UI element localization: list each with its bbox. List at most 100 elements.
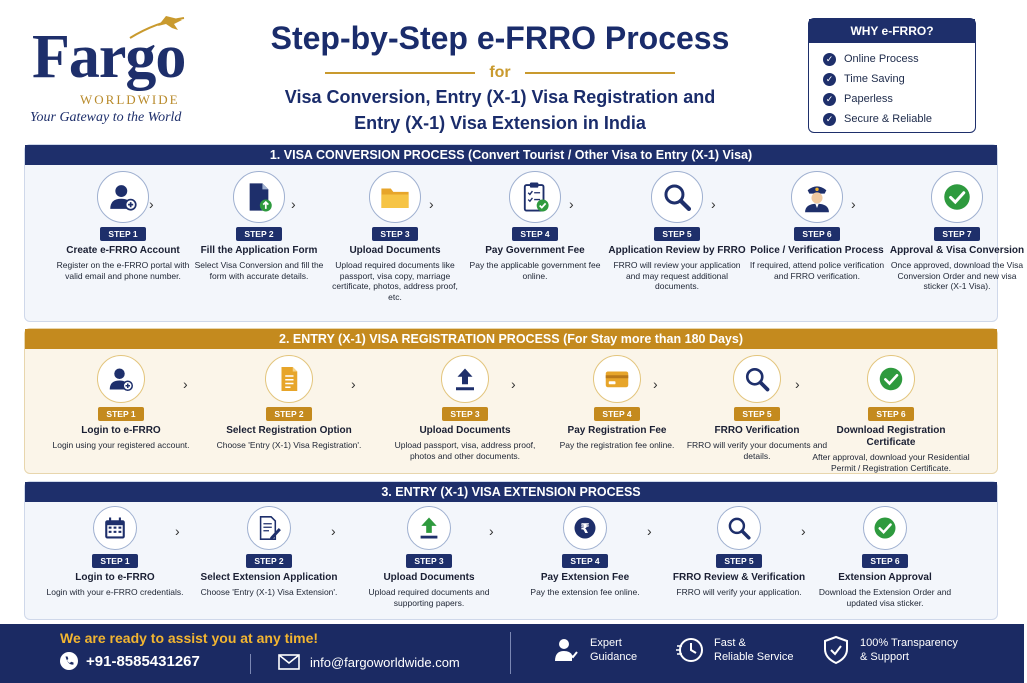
header: Fargo WORLDWIDE Your Gateway to the Worl…	[0, 0, 1024, 140]
chevron-right-icon: ›	[653, 376, 658, 392]
page-title: Step-by-Step e-FRRO Process	[270, 20, 730, 56]
process-step: STEP 4 Pay Government Fee Pay the applic…	[465, 171, 605, 281]
step-title: Upload Documents	[419, 425, 511, 436]
step-badge: STEP 5	[654, 227, 700, 241]
step-description: Once approved, download the Visa Convers…	[890, 260, 1024, 291]
for-divider: for	[240, 64, 760, 82]
rupee-icon: ₹	[571, 514, 599, 542]
expert-icon	[552, 636, 580, 664]
steps-row: STEP 1 Create e-FRRO Account Register on…	[25, 165, 1024, 321]
check-icon: ✓	[823, 92, 836, 106]
step-icon-circle	[369, 171, 421, 223]
process-step: STEP 1 Create e-FRRO Account Register on…	[53, 171, 193, 281]
card-icon	[602, 364, 632, 394]
process-step: STEP 5 FRRO Review & Verification FRRO w…	[665, 506, 813, 598]
process-step: STEP 1 Login to e-FRRO Login with your e…	[41, 506, 189, 598]
process-step: STEP 3 Upload Documents Upload required …	[355, 506, 503, 608]
section-heading: 1. VISA CONVERSION PROCESS (Convert Tour…	[25, 145, 997, 165]
step-icon-circle	[97, 355, 145, 403]
clipboard-check-icon	[518, 180, 552, 214]
step-badge: STEP 2	[236, 227, 282, 241]
divider-line	[524, 72, 675, 74]
phone-number: +91-8585431267	[86, 652, 200, 670]
process-step: STEP 3 Upload Documents Upload passport,…	[385, 355, 545, 461]
chevron-right-icon: ›	[351, 376, 356, 392]
step-description: Download the Extension Order and updated…	[818, 587, 952, 608]
section-heading: 2. ENTRY (X-1) VISA REGISTRATION PROCESS…	[25, 329, 997, 349]
step-description: Pay the registration fee online.	[559, 440, 675, 450]
process-step: STEP 6 Download Registration Certificate…	[811, 355, 971, 473]
mail-icon	[278, 654, 300, 670]
step-icon-circle	[407, 506, 451, 550]
step-icon-circle	[247, 506, 291, 550]
why-item: ✓ Online Process	[823, 49, 975, 69]
step-description: FRRO will verify your application.	[676, 587, 802, 597]
feature-line: Reliable Service	[714, 651, 794, 663]
why-item-label: Paperless	[844, 93, 893, 105]
chevron-right-icon: ›	[795, 376, 800, 392]
step-icon-circle	[97, 171, 149, 223]
process-step: STEP 2 Select Registration Option Choose…	[209, 355, 369, 451]
step-badge: STEP 6	[868, 407, 914, 421]
email-contact[interactable]: info@fargoworldwide.com	[278, 654, 460, 670]
step-icon-circle	[509, 171, 561, 223]
phone-contact[interactable]: +91-8585431267	[60, 652, 200, 670]
step-badge: STEP 7	[934, 227, 980, 241]
document-icon	[274, 364, 304, 394]
why-item: ✓Secure & Reliable	[823, 109, 975, 129]
step-description: Choose 'Entry (X-1) Visa Extension'.	[200, 587, 338, 597]
process-step: STEP 7 Approval & Visa Conversion Once a…	[887, 171, 1027, 292]
step-badge: STEP 1	[100, 227, 146, 241]
check-icon: ✓	[823, 72, 836, 86]
step-badge: STEP 5	[734, 407, 780, 421]
step-description: FRRO will review your application and ma…	[613, 260, 741, 291]
step-icon-circle	[863, 506, 907, 550]
process-step: STEP 1 Login to e-FRRO Login using your …	[41, 355, 201, 451]
user-add-icon	[106, 180, 140, 214]
step-badge: STEP 4	[512, 227, 558, 241]
step-icon-circle: ₹	[563, 506, 607, 550]
subtitle-line-2: Entry (X-1) Visa Extension in India	[354, 113, 646, 133]
title-block: Step-by-Step e-FRRO Process for Visa Con…	[240, 18, 760, 134]
steps-row: STEP 1 Login to e-FRRO Login with your e…	[25, 502, 997, 619]
check-icon: ✓	[823, 52, 836, 66]
chevron-right-icon: ›	[569, 196, 574, 212]
step-description: Upload passport, visa, address proof, ph…	[394, 440, 536, 461]
fargo-logo[interactable]: Fargo WORLDWIDE Your Gateway to the Worl…	[26, 12, 226, 132]
steps-row: STEP 1 Login to e-FRRO Login using your …	[25, 349, 997, 473]
logo-tagline: Your Gateway to the World	[30, 110, 182, 125]
step-title: Application Review by FRRO	[608, 245, 746, 256]
check-circle-icon	[940, 180, 974, 214]
check-icon: ✓	[823, 112, 836, 126]
logo-wordmark: Fargo	[32, 23, 186, 91]
section-visa-registration: 2. ENTRY (X-1) VISA REGISTRATION PROCESS…	[24, 328, 998, 474]
why-item-label: Online Process	[844, 53, 919, 65]
step-title: Pay Government Fee	[485, 245, 585, 256]
step-badge: STEP 3	[442, 407, 488, 421]
feature-transparency: 100% Transparency& Support	[822, 635, 958, 665]
step-title: Pay Extension Fee	[540, 572, 630, 583]
calendar-icon	[101, 514, 129, 542]
magnifier-icon	[725, 514, 753, 542]
why-item: ✓Time Saving	[823, 69, 975, 89]
step-icon-circle	[867, 355, 915, 403]
chevron-right-icon: ›	[291, 196, 296, 212]
chevron-right-icon: ›	[851, 196, 856, 212]
step-description: If required, attend police verification …	[749, 260, 885, 281]
step-description: Pay the applicable government fee online…	[469, 260, 601, 281]
step-icon-circle	[733, 355, 781, 403]
why-title: WHY e-FRRO?	[809, 19, 975, 43]
check-circle-icon	[871, 514, 899, 542]
step-icon-circle	[931, 171, 983, 223]
step-badge: STEP 5	[716, 554, 762, 568]
step-icon-circle	[651, 171, 703, 223]
step-title: Login to e-FRRO	[81, 425, 161, 436]
step-title: Login to e-FRRO	[75, 572, 155, 583]
footer-divider	[510, 632, 511, 674]
step-icon-circle	[791, 171, 843, 223]
subtitle-line-1: Visa Conversion, Entry (X-1) Visa Regist…	[284, 87, 716, 107]
chevron-right-icon: ›	[429, 196, 434, 212]
step-badge: STEP 6	[794, 227, 840, 241]
process-step: STEP 5 FRRO Verification FRRO will verif…	[677, 355, 837, 461]
